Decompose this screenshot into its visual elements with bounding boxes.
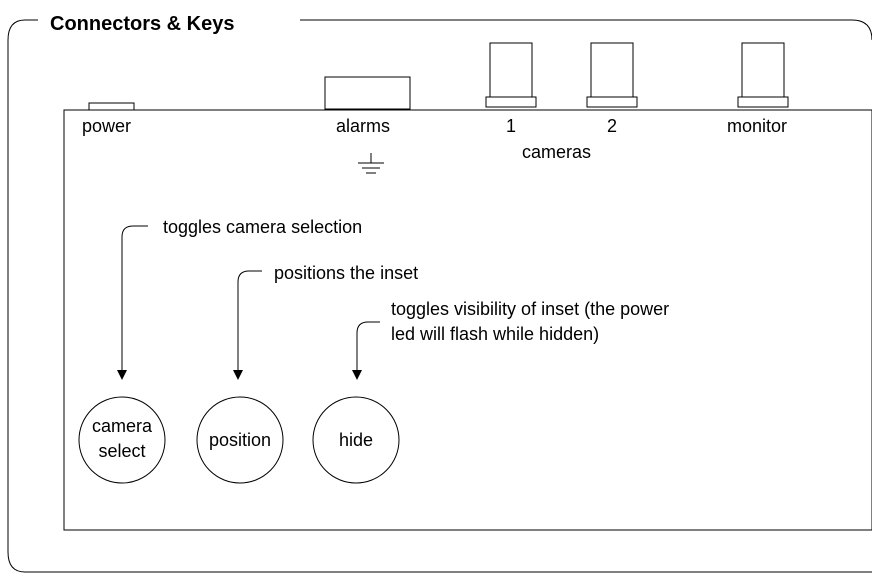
cameras-label: cameras xyxy=(522,142,591,162)
camera-select-arrow-icon xyxy=(117,370,127,380)
position-button-label: position xyxy=(209,430,271,450)
position-annotation: positions the inset xyxy=(274,263,418,283)
hide-arrow-icon xyxy=(352,370,362,380)
power-connector xyxy=(88,102,135,111)
section-title: Connectors & Keys xyxy=(50,13,235,35)
hide-button[interactable]: hide xyxy=(312,396,400,484)
device-body xyxy=(63,109,872,531)
hide-leader xyxy=(356,321,380,370)
hide-button-label: hide xyxy=(339,430,373,450)
alarms-label: alarms xyxy=(336,116,390,136)
camera-select-button[interactable]: camera select xyxy=(78,396,166,484)
camera-2-connector xyxy=(586,42,638,108)
camera-2-label: 2 xyxy=(607,116,617,136)
camera-select-button-label-line1: camera xyxy=(92,416,153,436)
ground-symbol-icon xyxy=(358,153,384,174)
camera-select-leader xyxy=(121,225,148,370)
camera-1-label: 1 xyxy=(506,116,516,136)
position-arrow-icon xyxy=(233,370,243,380)
alarms-connector xyxy=(324,76,411,110)
hide-annotation-line1: toggles visibility of inset (the power xyxy=(391,299,669,319)
hide-annotation-line2: led will flash while hidden) xyxy=(391,324,599,344)
camera-select-button-label-line2: select xyxy=(98,441,145,461)
position-button[interactable]: position xyxy=(196,396,284,484)
camera-1-connector xyxy=(485,42,537,108)
monitor-connector xyxy=(737,42,789,108)
position-leader xyxy=(237,270,262,370)
monitor-label: monitor xyxy=(727,116,787,136)
power-label: power xyxy=(82,116,131,136)
camera-select-annotation: toggles camera selection xyxy=(163,217,362,237)
